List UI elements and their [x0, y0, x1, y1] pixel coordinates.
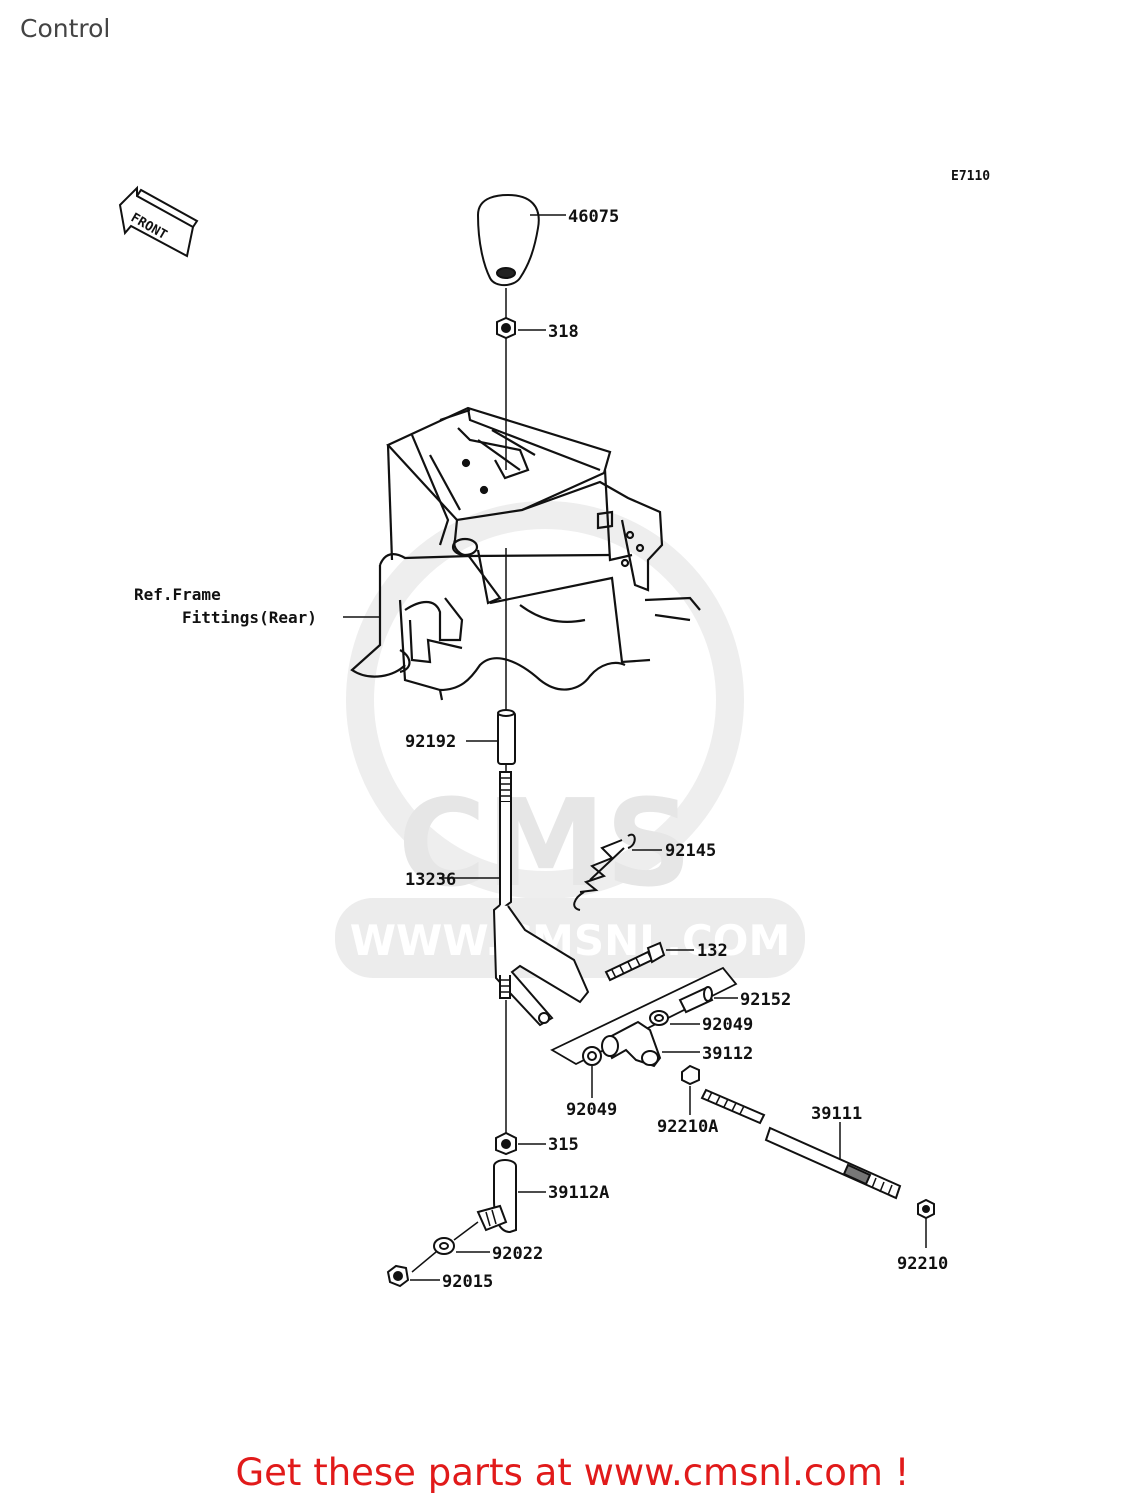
nut-315 [495, 1131, 517, 1156]
callout-39111[interactable]: 39111 [811, 1104, 862, 1124]
collar-92192 [497, 709, 516, 765]
leader-lines [410, 214, 841, 1281]
reference-note: Ref.Frame Fittings(Rear) [134, 585, 380, 627]
pin-92152 [678, 986, 714, 1014]
watermark-brand: CMS [398, 775, 692, 914]
callout-39112[interactable]: 39112 [702, 1044, 753, 1064]
nut-318 [496, 316, 516, 340]
washer-92049-upper [649, 1010, 669, 1026]
washer-92022 [433, 1237, 455, 1255]
nut-92015 [386, 1264, 410, 1288]
callout-92049-upper[interactable]: 92049 [702, 1015, 753, 1035]
callout-92049-lower[interactable]: 92049 [566, 1100, 617, 1120]
diagram-code: E7110 [951, 169, 990, 184]
callout-92152[interactable]: 92152 [740, 990, 791, 1010]
nut-92210A [681, 1064, 700, 1086]
get-parts-link[interactable]: Get these parts at www.cmsnl.com ! [235, 1451, 910, 1494]
crank-39112 [601, 1020, 662, 1068]
shift-knob [476, 193, 540, 287]
part-callouts: 46075 318 92192 92145 13236 132 92152 92… [405, 207, 948, 1292]
reference-note-line2: Fittings(Rear) [182, 608, 317, 627]
rod-39111 [700, 1088, 902, 1200]
callout-92015[interactable]: 92015 [442, 1272, 493, 1292]
callout-92145[interactable]: 92145 [665, 841, 716, 861]
ball-joint-39112A [476, 1159, 517, 1234]
callout-92192[interactable]: 92192 [405, 732, 456, 752]
callout-92022[interactable]: 92022 [492, 1244, 543, 1264]
callout-92210[interactable]: 92210 [897, 1254, 948, 1274]
washer-92049-lower [582, 1046, 602, 1066]
callout-92210A[interactable]: 92210A [657, 1117, 718, 1137]
frame-fittings [350, 406, 701, 701]
plate [550, 966, 738, 1066]
spring-92145 [573, 833, 636, 911]
front-arrow-icon: FRONT [118, 185, 199, 258]
reference-note-line1: Ref.Frame [134, 585, 221, 604]
nut-92210 [917, 1198, 935, 1220]
watermark: CMS WWW.CMSNL.COM [335, 501, 805, 978]
bolt-132 [604, 941, 666, 982]
callout-318[interactable]: 318 [548, 322, 579, 342]
callout-315[interactable]: 315 [548, 1135, 579, 1155]
page-title: Control [20, 14, 111, 43]
shift-lever-13236 [492, 771, 590, 1027]
callout-39112A[interactable]: 39112A [548, 1183, 609, 1203]
callout-46075[interactable]: 46075 [568, 207, 619, 227]
callout-132[interactable]: 132 [697, 941, 728, 961]
callout-13236[interactable]: 13236 [405, 870, 456, 890]
